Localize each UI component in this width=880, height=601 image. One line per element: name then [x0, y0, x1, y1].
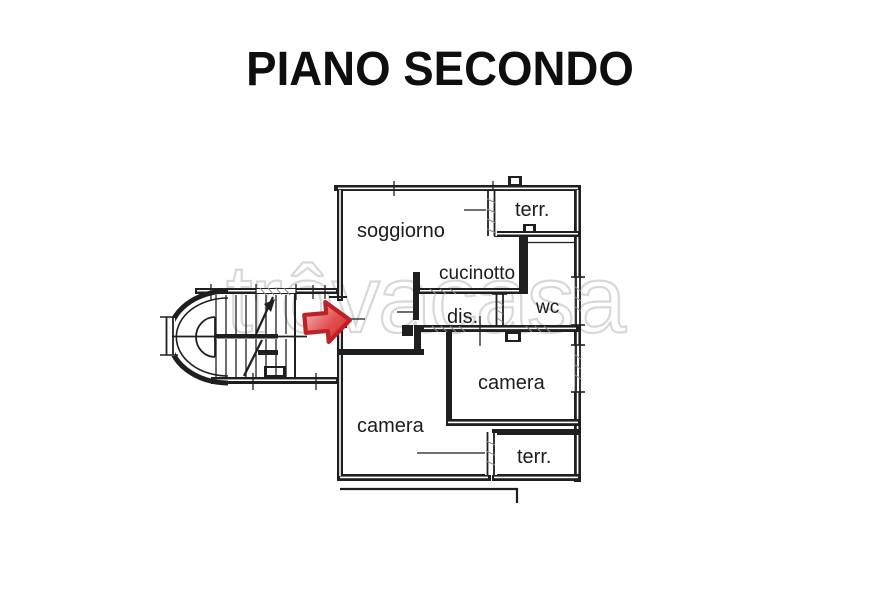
room-label-dis: dis.	[447, 306, 478, 328]
room-label-terr-top: terr.	[515, 199, 549, 221]
entrance-arrow-icon	[302, 299, 353, 345]
staircase	[160, 284, 338, 390]
room-labels: soggiorno cucinotto terr. wc dis. camera…	[357, 199, 559, 468]
room-label-terr-bottom: terr.	[517, 446, 551, 468]
room-label-soggiorno: soggiorno	[357, 220, 445, 242]
window-symbols	[485, 191, 585, 476]
page-title: PIANO SECONDO	[246, 43, 634, 96]
room-label-cucinotto: cucinotto	[439, 263, 515, 284]
room-label-camera-left: camera	[357, 415, 425, 437]
apartment-walls	[329, 176, 581, 503]
room-label-wc: wc	[535, 297, 559, 318]
room-label-camera-right: camera	[478, 372, 546, 394]
